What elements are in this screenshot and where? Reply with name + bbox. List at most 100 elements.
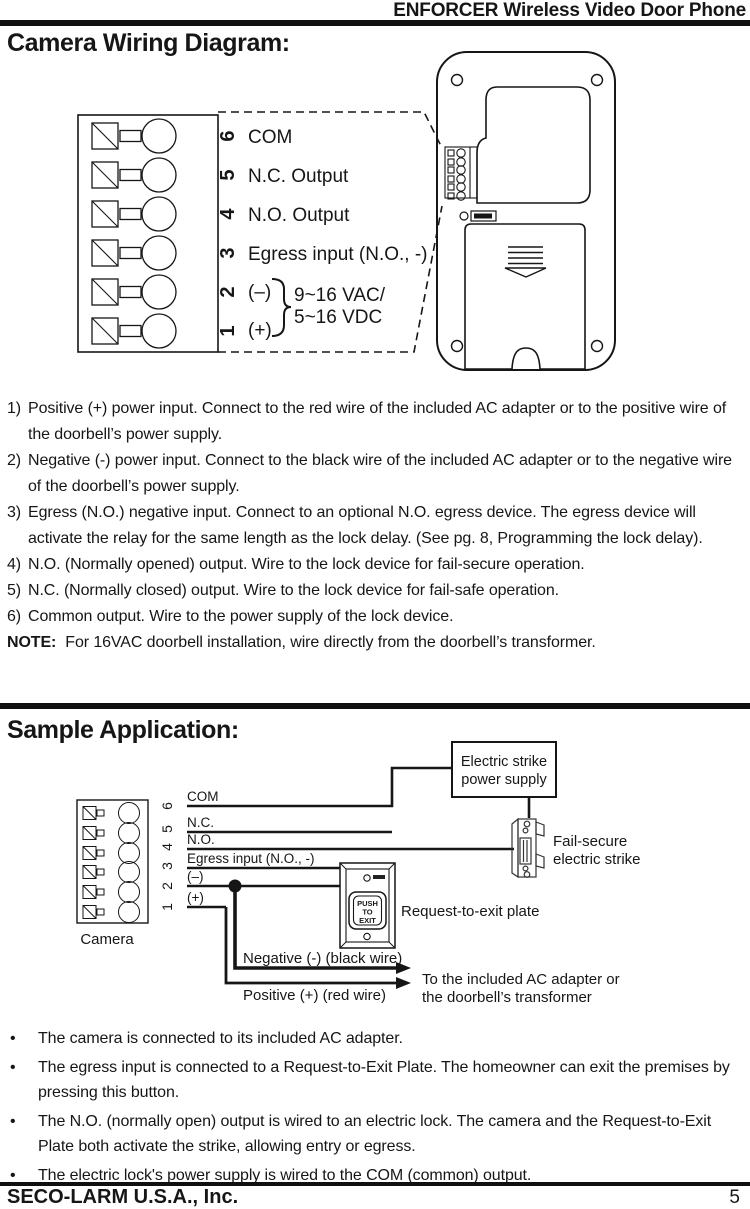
list-item: 6) Common output. Wire to the power suppl… [7, 604, 745, 630]
wire-label-no: N.O. [187, 832, 215, 847]
terminal-number: 4 [217, 208, 239, 220]
list-item: 4)N.O. (Normally opened) output. Wire to… [7, 552, 745, 578]
bullet-text: The egress input is connected to a Reque… [38, 1059, 730, 1101]
bullet-glyph: • [10, 1167, 16, 1184]
wire-label-com: COM [187, 789, 219, 804]
terminal-number: 2 [159, 882, 175, 890]
request-plate-label: Request-to-exit plate [401, 903, 539, 920]
terminal-number: 6 [159, 802, 175, 810]
wire-label-positive: (+) [187, 890, 204, 905]
terminal-labels: COM N.C. Output N.O. Output Egress input… [248, 127, 428, 341]
terminal-row [91, 313, 177, 349]
list-item: 3) Egress (N.O.) negative input. Connect … [7, 500, 745, 552]
terminal-number: 4 [159, 843, 175, 851]
terminal-number: 1 [217, 325, 239, 336]
camera-terminal-block [76, 799, 149, 924]
camera-back-view [436, 51, 616, 371]
list-number: 3) [7, 504, 22, 521]
terminal-number: 6 [217, 130, 239, 141]
list-number: 5) [7, 582, 22, 599]
wire-negative-to-adapter [233, 886, 398, 970]
device-terminal-block [444, 146, 478, 201]
push-button-line2: TO [362, 908, 372, 917]
push-button-line1: PUSH [357, 899, 378, 908]
fail-secure-label-line1: Fail-secure [553, 833, 627, 850]
wire-positive-to-adapter [224, 907, 398, 985]
terminal-row [91, 196, 177, 232]
terminal-label: COM [248, 127, 292, 148]
list-text: Negative (-) power input. Connect to the… [28, 452, 732, 495]
list-number: 1) [7, 400, 22, 417]
camera-wiring-diagram: 6 5 4 3 2 1 COM N.C. Output N.O. Output … [77, 51, 616, 371]
wire-label-egress: Egress input (N.O., -) [187, 851, 315, 866]
terminal-row [91, 235, 177, 271]
electric-strike-drawing [511, 817, 545, 879]
list-text: N.C. (Normally closed) output. Wire to t… [28, 582, 559, 599]
terminal-label: N.C. Output [248, 166, 349, 187]
bullet-item: • The egress input is connected to a Requ… [7, 1055, 745, 1105]
note-label: NOTE: [7, 634, 57, 651]
list-number: 6) [7, 608, 22, 625]
terminal-number: 5 [217, 169, 239, 180]
push-button-text: PUSH TO EXIT [357, 899, 378, 925]
power-supply-box [451, 741, 557, 798]
sample-section-heading: Sample Application: [7, 716, 239, 744]
bullet-glyph: • [10, 1113, 16, 1130]
diagram-annotations: Electric strike power supply Fail-secure… [80, 754, 640, 1006]
terminal-number: 1 [159, 903, 175, 911]
battery-cover [464, 223, 586, 370]
terminal-number: 5 [159, 825, 175, 833]
terminal-row [91, 157, 177, 193]
bullet-item: •The N.O. (normally open) output is wire… [7, 1109, 745, 1159]
footer-company: SECO-LARM U.S.A., Inc. [7, 1186, 239, 1208]
list-number: 4) [7, 556, 22, 573]
voltage-brace [271, 278, 292, 337]
bullet-item: •The camera is connected to its included… [7, 1026, 745, 1051]
positive-wire-label: Positive (+) (red wire) [243, 987, 386, 1004]
screw-hole [450, 339, 464, 353]
page-number: 5 [729, 1187, 740, 1208]
fail-secure-label-line2: electric strike [553, 851, 641, 868]
arrowhead-negative [396, 962, 411, 974]
negative-wire-label: Negative (-) (black wire) [243, 950, 402, 967]
wire-label-negative: (–) [187, 869, 204, 884]
wiring-notes-list: 1) Positive (+) power input. Connect to t… [7, 396, 745, 656]
callout-dashed-lines [218, 111, 443, 353]
push-button-line3: EXIT [359, 916, 376, 925]
wire-labels: COM N.C. N.O. Egress input (N.O., -) (–)… [187, 789, 315, 905]
screw-hole [590, 73, 604, 87]
list-text: Common output. Wire to the power supply … [28, 608, 454, 625]
terminal-row [91, 118, 177, 154]
bullet-glyph: • [10, 1059, 16, 1076]
wire-junction-dot [228, 879, 242, 893]
list-item: 1) Positive (+) power input. Connect to t… [7, 396, 745, 448]
list-number: 2) [7, 452, 22, 469]
terminal-row [91, 274, 177, 310]
bullet-item: •The electric lock's power supply is wir… [7, 1163, 745, 1188]
sample-application-diagram: 6 5 4 3 2 1 COM N.C. N.O. Egress input (… [76, 741, 641, 1006]
section-divider-rule [0, 703, 750, 709]
note: NOTE: For 16VAC doorbell installation, wi… [7, 630, 745, 656]
footer-rule [0, 1182, 750, 1186]
bullet-glyph: • [10, 1030, 16, 1047]
voltage-rating-line1: 9~16 VAC/ [294, 285, 386, 306]
list-item: 5) N.C. (Normally closed) output. Wire to… [7, 578, 745, 604]
finger-notch [511, 347, 541, 370]
list-text: Positive (+) power input. Connect to the… [28, 400, 727, 443]
note-text: For 16VAC doorbell installation, wire di… [65, 634, 596, 651]
list-text: Egress (N.O.) negative input. Connect to… [28, 504, 703, 547]
request-to-exit-plate [339, 862, 396, 949]
plate-logo [373, 875, 385, 879]
list-item: 2) Negative (-) power input. Connect to t… [7, 448, 745, 500]
adapter-note-line2: the doorbell’s transformer [422, 989, 592, 1006]
power-supply-label-line1: Electric strike [461, 754, 547, 770]
camera-label: Camera [80, 931, 134, 948]
wire-label-nc: N.C. [187, 815, 214, 830]
terminal-number: 3 [217, 247, 239, 258]
terminal-label: (–) [248, 282, 271, 303]
push-to-exit-button [348, 891, 387, 930]
sample-bullet-list: •The camera is connected to its included… [7, 1026, 745, 1192]
screw-hole [590, 339, 604, 353]
wires [187, 766, 531, 985]
